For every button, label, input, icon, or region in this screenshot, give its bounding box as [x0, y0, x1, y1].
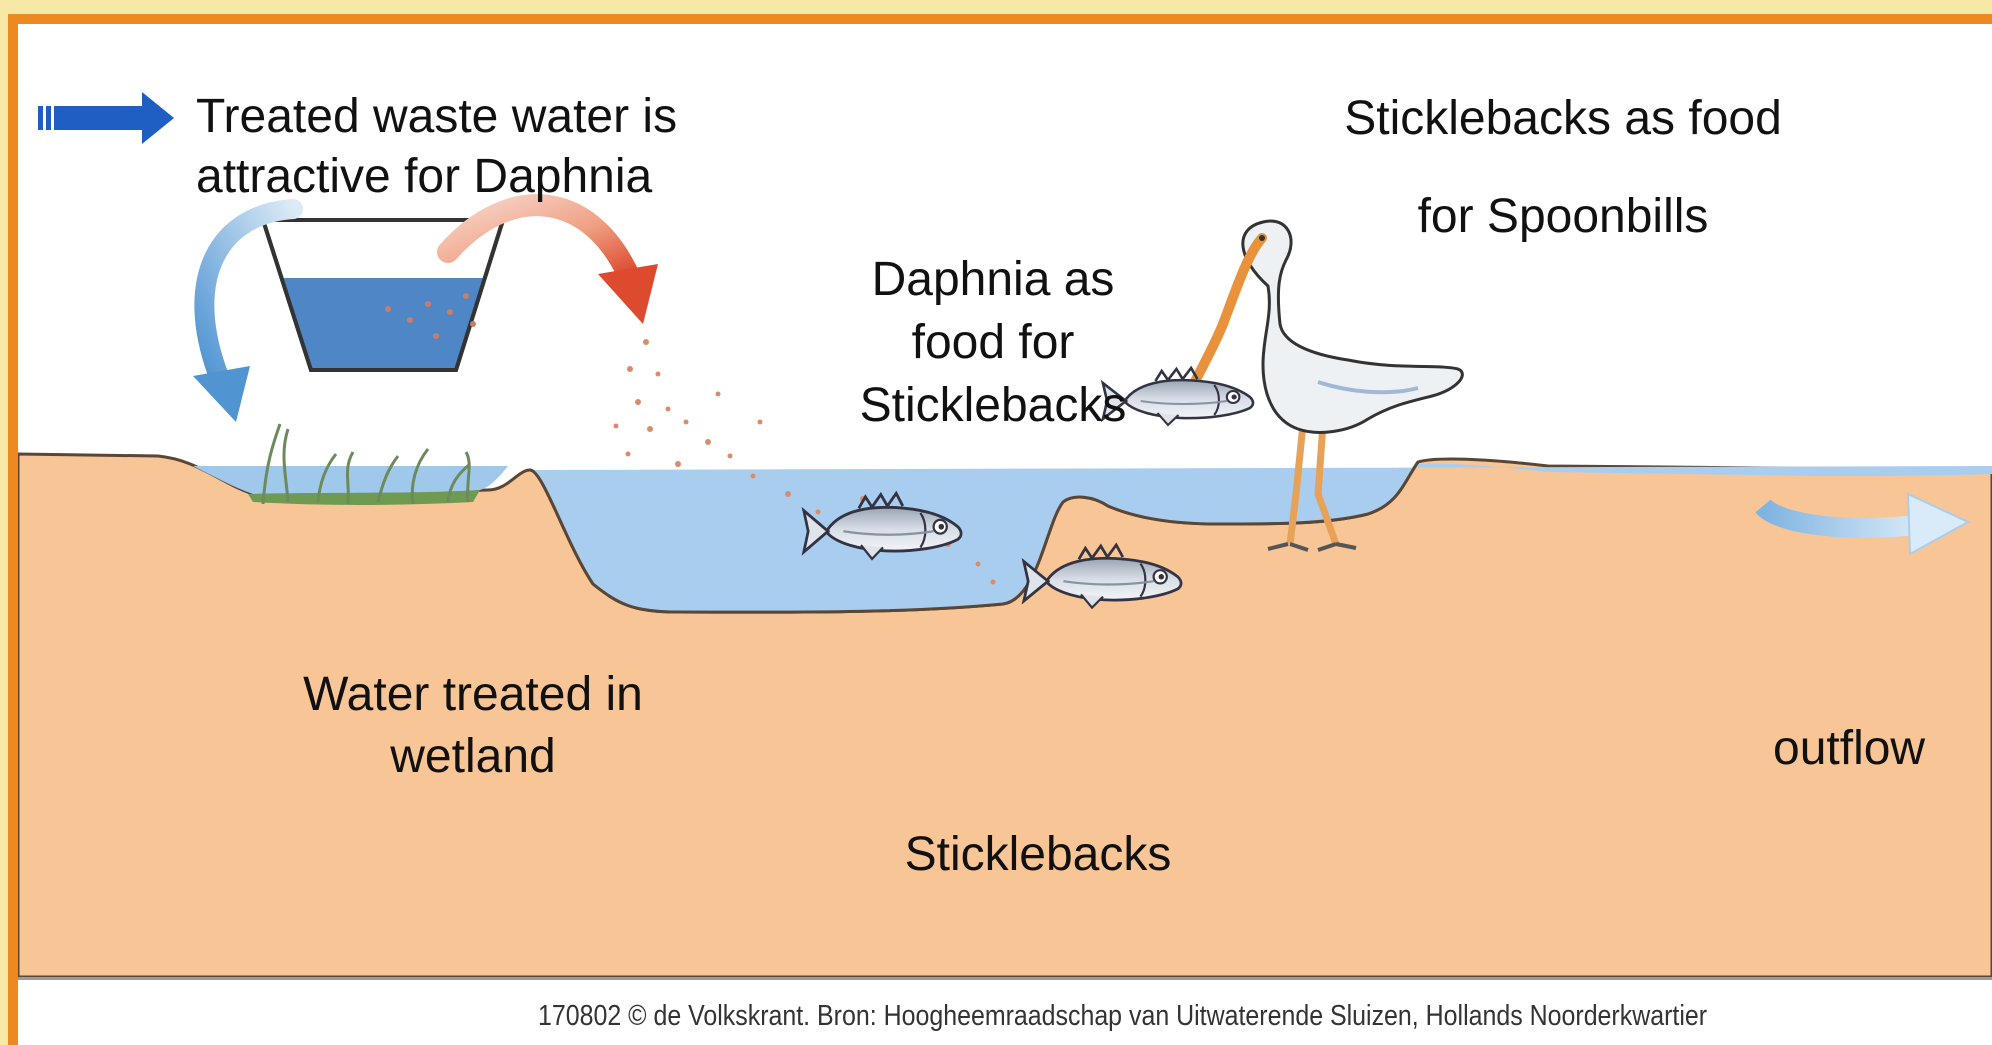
credit-text: 170802 © de Volkskrant. Bron: Hoogheemra… — [538, 1000, 1707, 1033]
wetland-label-line2: wetland — [248, 726, 698, 787]
spoonbills-label-line2: for Spoonbills — [1298, 186, 1828, 247]
daphnia-food-label-line1: Daphnia as — [808, 249, 1178, 310]
pointer-arrow-icon — [38, 92, 174, 144]
outflow-label: outflow — [1773, 718, 1925, 779]
diagram-frame: Treated waste water is attractive for Da… — [8, 14, 1992, 1045]
treated-waste-water-label-line2: attractive for Daphnia — [196, 146, 652, 207]
spoonbills-label-line1: Sticklebacks as food — [1298, 88, 1828, 149]
treated-waste-water-label-line1: Treated waste water is — [196, 86, 677, 147]
daphnia-food-label-line3: Sticklebacks — [808, 375, 1178, 436]
daphnia-food-label-line2: food for — [808, 312, 1178, 373]
credit-bar: 170802 © de Volkskrant. Bron: Hoogheemra… — [18, 977, 1992, 1045]
wetland-label-line1: Water treated in — [248, 664, 698, 725]
sticklebacks-label: Sticklebacks — [848, 824, 1228, 885]
